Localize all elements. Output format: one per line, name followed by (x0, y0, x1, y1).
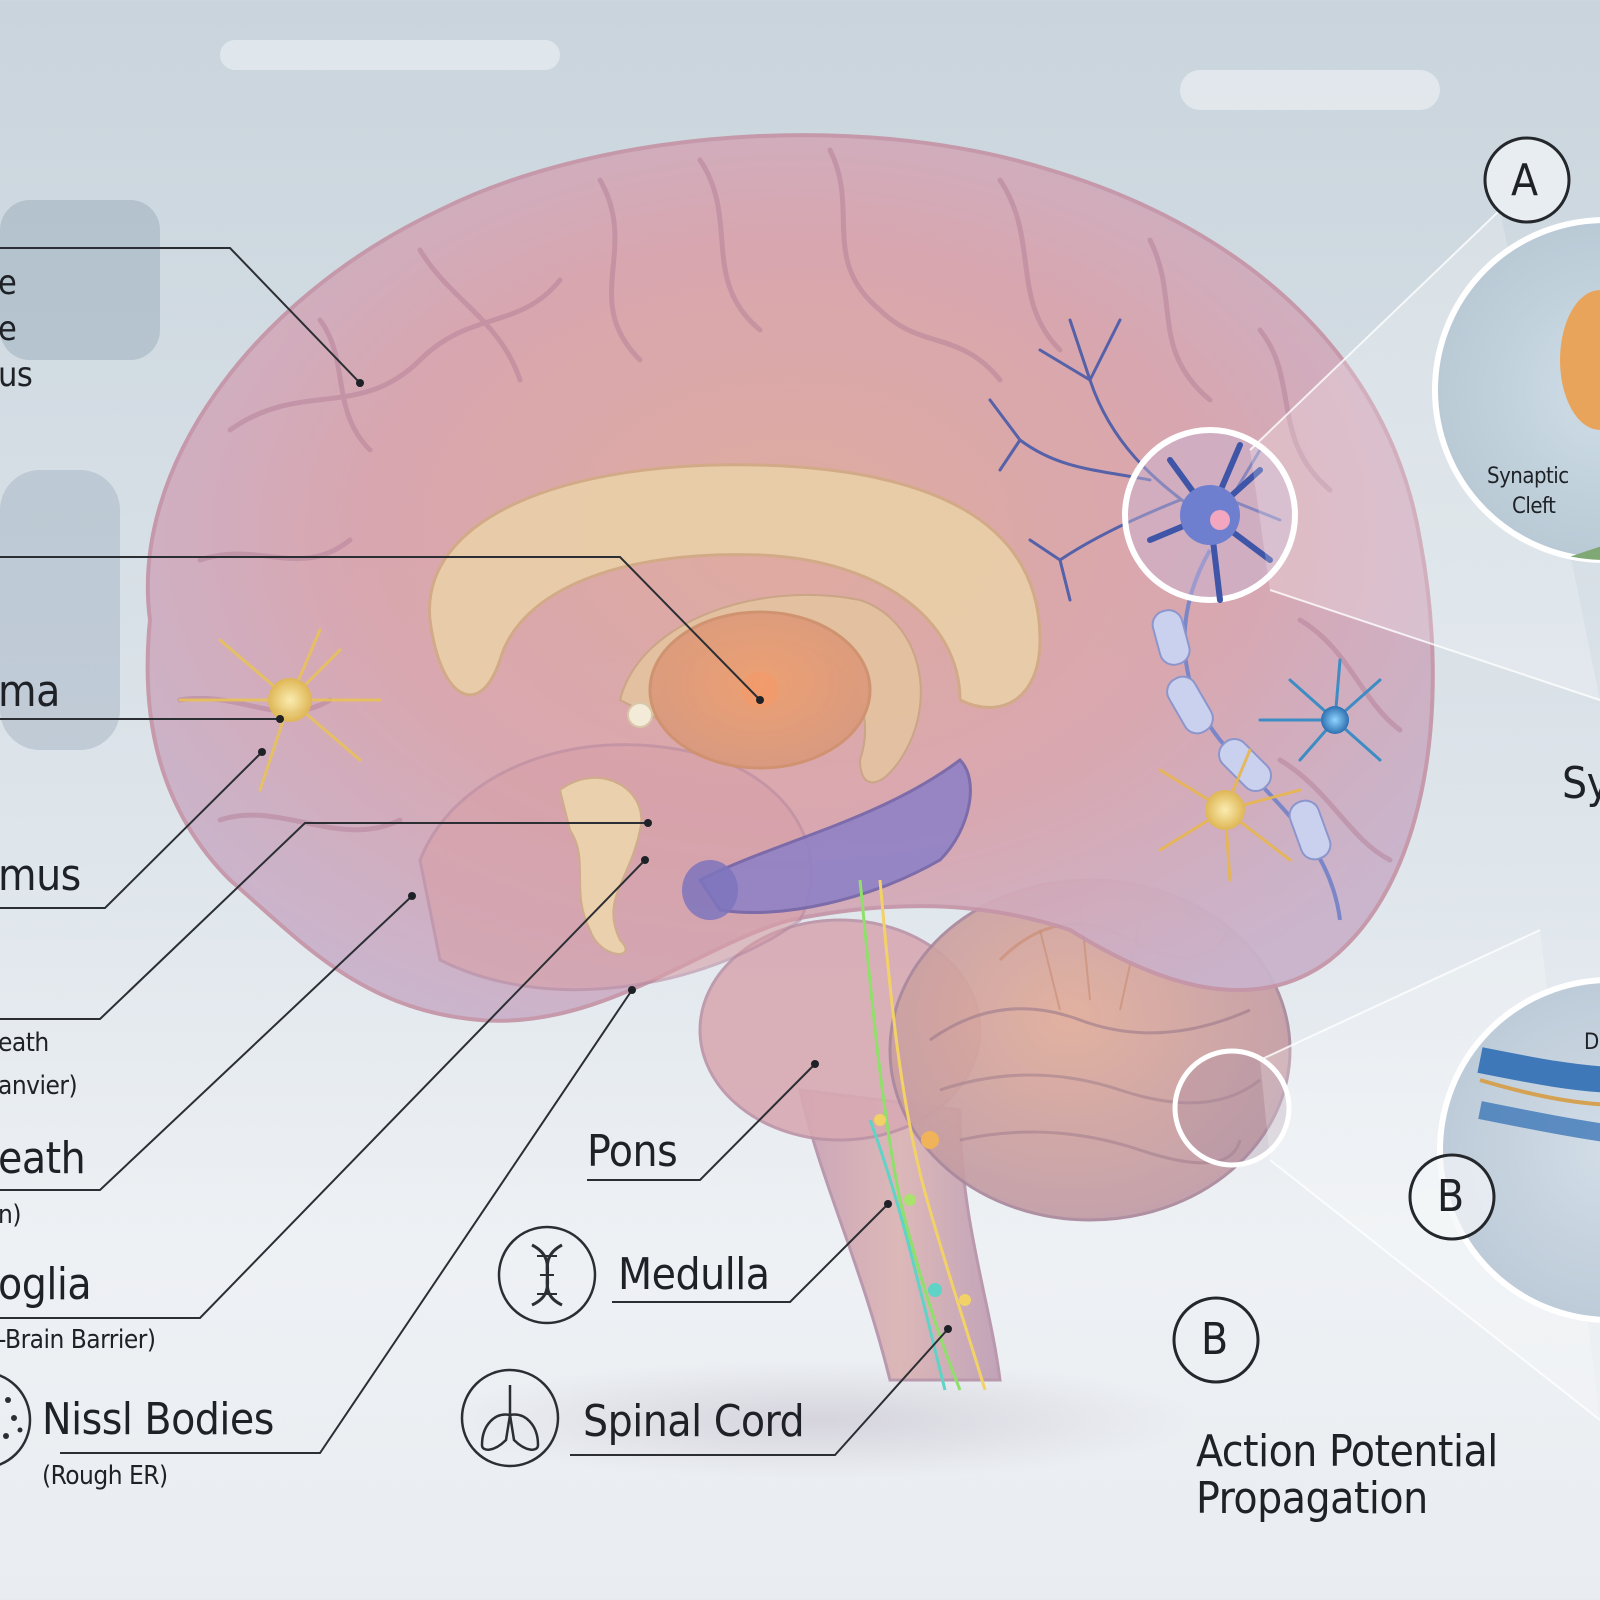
label-medulla: Medulla (618, 1249, 770, 1300)
panel-b-edge-bottom (1269, 1159, 1600, 1421)
hypothalamus (558, 776, 643, 955)
label-top-3: us (0, 355, 33, 395)
astrocyte-left (178, 628, 382, 792)
inset-panel-b (1437, 977, 1600, 1323)
badge-a-ring (1483, 136, 1571, 224)
panel-a-edge-top (1249, 209, 1501, 451)
amygdala (682, 860, 738, 920)
floor-shadow (440, 1360, 1200, 1480)
label-eath: eath (0, 1028, 49, 1058)
label-n: n) (0, 1200, 21, 1230)
spinal-tracts (858, 879, 987, 1391)
cerebellum-focus-ring (1172, 1048, 1292, 1168)
label-pons: Pons (587, 1126, 678, 1177)
cell-granules-glyph (3, 1397, 23, 1439)
label-oglia: oglia (0, 1259, 92, 1310)
label-ma: ma (0, 666, 60, 717)
label-top-2: e (0, 309, 17, 349)
badge-b-caption: B (1201, 1314, 1228, 1365)
badge-b-panel-ring (1408, 1153, 1496, 1241)
panel-a-edge-bottom (1269, 589, 1600, 701)
gyri (177, 147, 1403, 863)
hippocampus (697, 758, 972, 915)
label-top-1: e (0, 263, 17, 303)
label-mus: mus (0, 850, 81, 901)
caption-action-potential: Action Potential (1196, 1426, 1498, 1477)
badge-a: A (1511, 155, 1538, 206)
inset-panel-a (1432, 217, 1600, 563)
cell-granules-icon (0, 1374, 32, 1466)
label-synaptic: Synaptic (1487, 464, 1569, 489)
leader-dots (258, 379, 952, 1333)
background-blur (0, 40, 1440, 750)
thalamus-core (742, 672, 778, 708)
panel-b-edge-top (1259, 929, 1541, 1061)
label-spinal-cord: Spinal Cord (583, 1396, 805, 1447)
corpus-callosum (428, 463, 1042, 709)
astrocyte-right (1158, 748, 1302, 882)
lungs-icon-glyph (480, 1385, 540, 1451)
label-rough-er: (Rough ER) (42, 1461, 168, 1491)
badge-b-panel: B (1437, 1171, 1464, 1222)
label-d: D (1584, 1030, 1599, 1055)
label-barrier: -Brain Barrier) (0, 1325, 156, 1355)
lungs-icon (460, 1368, 560, 1468)
leader-lines (0, 247, 949, 1456)
label-anvier: anvier) (0, 1071, 78, 1101)
small-neuron (1258, 658, 1382, 762)
label-cleft: Cleft (1512, 494, 1556, 519)
label-sy: Sy (1562, 758, 1600, 809)
neuron-soma (1122, 427, 1298, 603)
caption-propagation: Propagation (1196, 1473, 1428, 1524)
dna-icon-glyph (531, 1243, 563, 1307)
dna-icon (497, 1225, 597, 1325)
label-nissl-bodies: Nissl Bodies (42, 1394, 274, 1445)
badge-b-caption-ring (1172, 1296, 1260, 1384)
spinal-nodes (874, 1114, 971, 1306)
label-eath-2: eath (0, 1133, 86, 1184)
pineal-gland (627, 702, 653, 728)
